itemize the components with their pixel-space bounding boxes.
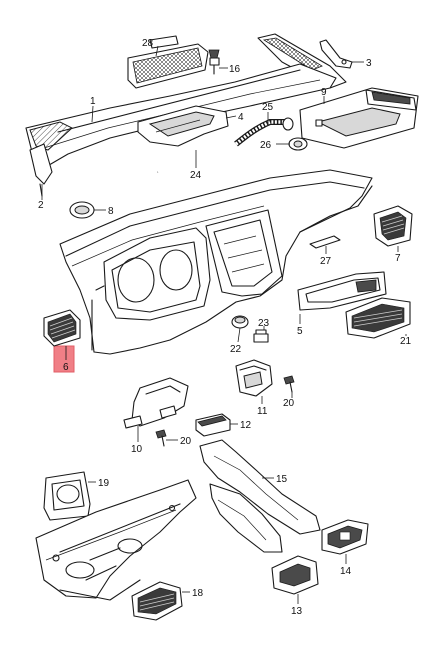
part-21-center-outlet [345, 297, 411, 339]
highlight-box-part-6[interactable] [53, 345, 75, 373]
callout-6[interactable]: 6 [63, 362, 69, 373]
callout-26: 26 [260, 140, 272, 151]
callout-10: 10 [131, 444, 143, 455]
callout-7: 7 [395, 253, 401, 264]
part-15-long-duct [199, 439, 321, 553]
part-2-side-bracket [29, 143, 53, 197]
part-4-air-duct [137, 105, 229, 147]
part-6-left-outlet [43, 309, 81, 347]
part-16-clip [208, 49, 220, 75]
callout-12: 12 [240, 420, 252, 431]
part-7-right-outlet [373, 205, 413, 247]
callout-3: 3 [366, 58, 372, 69]
dashboard-body [59, 169, 373, 355]
callout-11: 11 [257, 406, 268, 417]
callout-2: 2 [38, 200, 44, 211]
callout-15: 15 [276, 474, 288, 485]
callout-8: 8 [108, 206, 114, 217]
part-18-lower-vent [131, 581, 183, 621]
part-26-grommet [288, 137, 308, 151]
callout-13: 13 [291, 606, 303, 617]
callout-4: 4 [238, 112, 244, 123]
part-27-trim-strip [309, 235, 341, 249]
part-10-duct [123, 377, 189, 429]
callout-5: 5 [297, 326, 303, 337]
callout-16: 16 [229, 64, 241, 75]
callout-27: 27 [320, 256, 332, 267]
part-5-center-vent-frame [297, 271, 387, 311]
callout-14: 14 [340, 566, 352, 577]
callout-20b: 20 [180, 436, 192, 447]
part-8-round-vent [69, 201, 95, 219]
part-25-hose [234, 117, 294, 147]
bulkhead-structure [35, 479, 197, 601]
part-22-knob [231, 315, 249, 329]
callout-23: 23 [258, 318, 270, 329]
callout-22: 22 [230, 344, 242, 355]
part-24-hose [157, 141, 237, 173]
callout-24: 24 [190, 170, 202, 181]
callout-28: 28 [142, 38, 154, 49]
leader-lines [41, 45, 407, 604]
part-28-grille [127, 35, 209, 89]
callout-1: 1 [90, 96, 96, 107]
part-20-screw-a [283, 375, 295, 393]
part-3-bracket [319, 39, 353, 69]
part-11-duct [235, 359, 273, 397]
callout-9: 9 [321, 87, 327, 98]
callout-21: 21 [400, 336, 412, 347]
part-20-screw-b [155, 429, 167, 447]
part-13-outlet [271, 555, 319, 595]
part-14-outlet [321, 519, 369, 555]
part-19-cover [43, 471, 91, 521]
part-9-glovebox-module [299, 87, 419, 149]
callout-19: 19 [98, 478, 110, 489]
callout-25: 25 [262, 102, 274, 113]
callout-20a: 20 [283, 398, 295, 409]
part-12-connector [195, 413, 231, 437]
part-23-switch [253, 329, 269, 343]
callout-18: 18 [192, 588, 204, 599]
